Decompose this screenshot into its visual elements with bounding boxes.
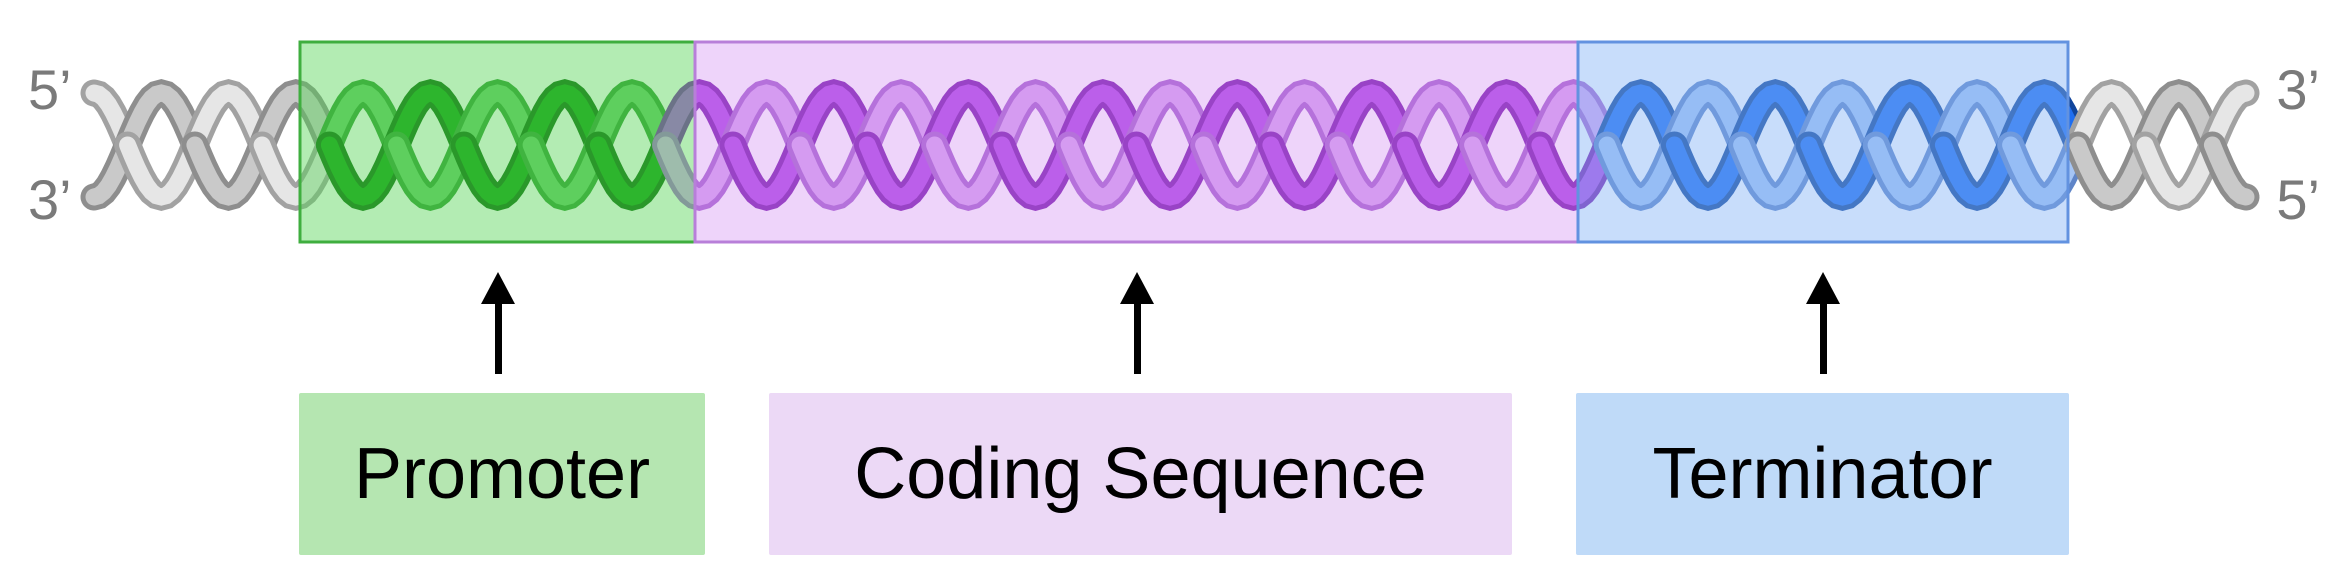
dna-strand-segment xyxy=(1733,136,1818,206)
promoter-label-box: Promoter xyxy=(299,393,705,555)
arrow-stem xyxy=(1819,304,1827,374)
strand-end-label-bottom-left: 3’ xyxy=(28,168,72,231)
dna-strand-segment xyxy=(858,84,944,154)
coding-sequence-label-box: Coding Sequence xyxy=(769,393,1512,555)
dna-strand-segment xyxy=(1262,136,1347,206)
promoter-arrow xyxy=(481,272,515,374)
promoter-region-highlight xyxy=(298,40,697,244)
dna-strand-segment xyxy=(253,84,338,154)
dna-strand-segment xyxy=(1531,84,1616,154)
dna-strand-segment xyxy=(2136,84,2221,154)
dna-strand-segment xyxy=(1396,84,1482,154)
dna-strand-segment xyxy=(1665,84,1751,154)
dna-strand-segment xyxy=(1867,136,1952,206)
dna-strand-segment xyxy=(2203,136,2255,206)
terminator-arrow xyxy=(1806,272,1840,374)
strand-end-label-top-left: 5’ xyxy=(28,58,72,121)
dna-strand-segment xyxy=(320,136,406,206)
dna-strand-segment xyxy=(993,84,1078,154)
dna-strand-segment xyxy=(1396,136,1482,206)
dna-strand-segment xyxy=(1665,136,1751,206)
terminator-label: Terminator xyxy=(1652,434,1993,514)
dna-strand-segment xyxy=(1262,84,1347,154)
dna-strand-segment xyxy=(791,136,876,206)
dna-strand-segment xyxy=(186,136,271,206)
dna-strand-segment xyxy=(522,84,607,154)
dna-strand-segment xyxy=(522,136,607,206)
dna-strand-segment xyxy=(1195,84,1280,154)
dna-strand-segment xyxy=(186,84,271,154)
dna-strand-segment xyxy=(119,136,204,206)
coding-sequence-arrow xyxy=(1120,272,1154,374)
arrow-up-icon xyxy=(1120,272,1154,304)
dna-strand-segment xyxy=(388,84,473,154)
dna-strand-segment xyxy=(1598,84,1683,154)
dna-strand-segment xyxy=(1329,84,1414,154)
dna-strand-segment xyxy=(1329,136,1414,206)
dna-strand-segment xyxy=(2069,84,2154,154)
dna-strand-segment xyxy=(993,136,1078,206)
arrow-up-icon xyxy=(1806,272,1840,304)
dna-strand-segment xyxy=(724,84,809,154)
coding-sequence-label: Coding Sequence xyxy=(854,434,1427,514)
terminator-region-highlight xyxy=(1576,40,2070,244)
dna-strand-segment xyxy=(1598,136,1683,206)
dna-strand-segment xyxy=(388,136,473,206)
dna-strand-segment xyxy=(657,136,742,206)
dna-strand-segment xyxy=(455,84,540,154)
dna-strand-segment xyxy=(1464,84,1549,154)
dna-strand-segment xyxy=(1867,84,1952,154)
dna-strand-segment xyxy=(926,136,1011,206)
dna-strand-segment xyxy=(1800,84,1885,154)
dna-strand-segment xyxy=(1934,84,2020,154)
dna-strand-segment xyxy=(1060,84,1145,154)
dna-strand-segment xyxy=(1934,136,2020,206)
arrow-up-icon xyxy=(481,272,515,304)
coding-sequence-region-highlight xyxy=(693,40,1580,244)
dna-strand-segment xyxy=(589,84,675,154)
promoter-label: Promoter xyxy=(353,434,651,514)
dna-strand-segment xyxy=(926,84,1011,154)
arrow-stem xyxy=(494,304,502,374)
dna-strand-segment xyxy=(2136,136,2221,206)
dna-strand-segment xyxy=(589,136,675,206)
strand-end-label-top-right: 3’ xyxy=(2276,58,2320,121)
dna-strand-segment xyxy=(657,84,742,154)
dna-strand-segment xyxy=(455,136,540,206)
dna-strand-segment xyxy=(1195,136,1280,206)
dna-strand-segment xyxy=(320,84,406,154)
dna-helix-strands xyxy=(80,79,2260,211)
dna-strand-segment xyxy=(858,136,944,206)
dna-strand-segment xyxy=(1060,136,1145,206)
dna-strand-segment xyxy=(253,136,338,206)
terminator-label-box: Terminator xyxy=(1576,393,2069,555)
dna-strand-segment xyxy=(1127,84,1213,154)
dna-strand-segment xyxy=(119,84,204,154)
dna-helix-graphic xyxy=(80,40,2260,244)
dna-strand-segment xyxy=(1127,136,1213,206)
strand-end-label-bottom-right: 5’ xyxy=(2276,168,2320,231)
dna-strand-segment xyxy=(1733,84,1818,154)
dna-strand-segment xyxy=(2203,84,2255,154)
dna-strand-segment xyxy=(724,136,809,206)
dna-strand-segment xyxy=(1464,136,1549,206)
dna-strand-segment xyxy=(1800,136,1885,206)
arrow-stem xyxy=(1133,304,1141,374)
dna-strand-segment xyxy=(1531,136,1616,206)
dna-strand-segment xyxy=(2069,136,2154,206)
dna-strand-segment xyxy=(791,84,876,154)
